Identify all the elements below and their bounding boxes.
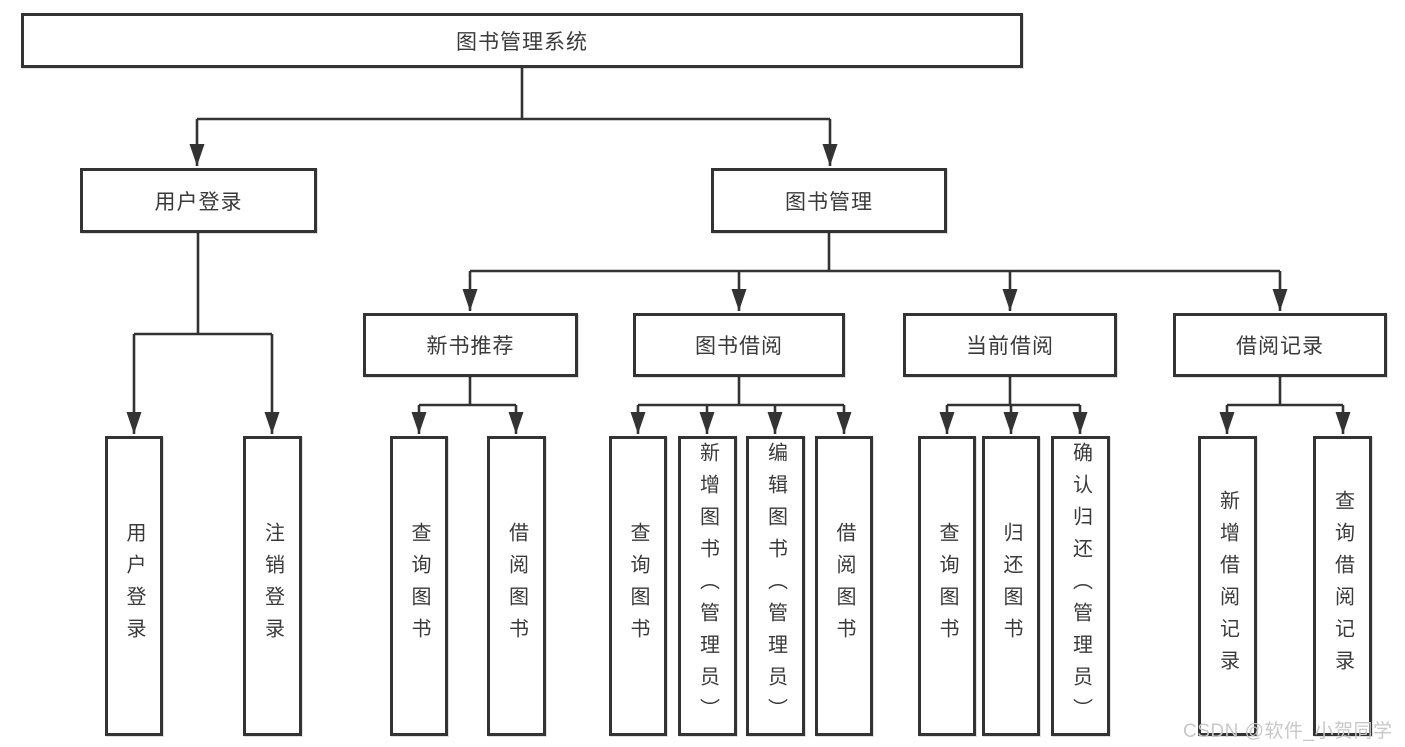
node-label: 归还图书: [1000, 522, 1022, 650]
node-leaf-query-borrow-record: 查询借阅记录: [1313, 436, 1372, 736]
node-leaf-confirm-return-admin: 确认归还（管理员）: [1051, 436, 1110, 736]
node-leaf-borrow-books-2: 借阅图书: [815, 436, 873, 736]
node-current-borrow: 当前借阅: [903, 313, 1117, 377]
node-user-login: 用户登录: [80, 168, 317, 233]
node-label: 查询借阅记录: [1331, 490, 1354, 682]
node-leaf-query-books-1: 查询图书: [390, 436, 448, 736]
node-label: 图书借阅: [695, 335, 783, 358]
node-leaf-edit-books-admin: 编辑图书（管理员）: [746, 436, 805, 736]
node-leaf-add-borrow-record: 新增借阅记录: [1198, 436, 1257, 736]
csdn-watermark: CSDN @软件_小贺同学: [1183, 721, 1393, 742]
node-leaf-query-books-3: 查询图书: [918, 436, 976, 736]
node-leaf-add-books-admin: 新增图书（管理员）: [678, 436, 737, 736]
node-library-system: 图书管理系统: [21, 13, 1023, 68]
node-label: 查询图书: [936, 522, 958, 650]
node-leaf-logout: 注销登录: [243, 436, 302, 736]
node-label: 编辑图书（管理员）: [764, 442, 787, 730]
node-leaf-return-books: 归还图书: [982, 436, 1040, 736]
node-label: 查询图书: [627, 522, 649, 650]
node-label: 新增图书（管理员）: [696, 442, 719, 730]
node-label: 借阅图书: [833, 522, 855, 650]
node-label: 用户登录: [154, 190, 243, 214]
node-label: 当前借阅: [966, 335, 1054, 358]
node-label: 图书管理系统: [456, 30, 588, 54]
node-label: 新增借阅记录: [1216, 490, 1239, 682]
node-label: 新书推荐: [426, 335, 515, 358]
node-label: 确认归还（管理员）: [1069, 442, 1092, 730]
node-label: 图书管理: [785, 190, 873, 214]
node-book-management: 图书管理: [711, 168, 947, 233]
node-label: 查询图书: [408, 522, 430, 650]
node-label: 借阅记录: [1236, 335, 1324, 358]
node-label: 用户登录: [123, 522, 145, 650]
node-borrow-records: 借阅记录: [1173, 313, 1387, 377]
node-new-book-recommend: 新书推荐: [363, 313, 578, 377]
node-label: 注销登录: [261, 522, 284, 650]
node-leaf-query-books-2: 查询图书: [609, 436, 667, 736]
node-leaf-borrow-books-1: 借阅图书: [487, 436, 546, 736]
node-leaf-user-login: 用户登录: [105, 436, 163, 736]
node-label: 借阅图书: [505, 522, 528, 650]
node-book-borrow: 图书借阅: [633, 313, 845, 377]
